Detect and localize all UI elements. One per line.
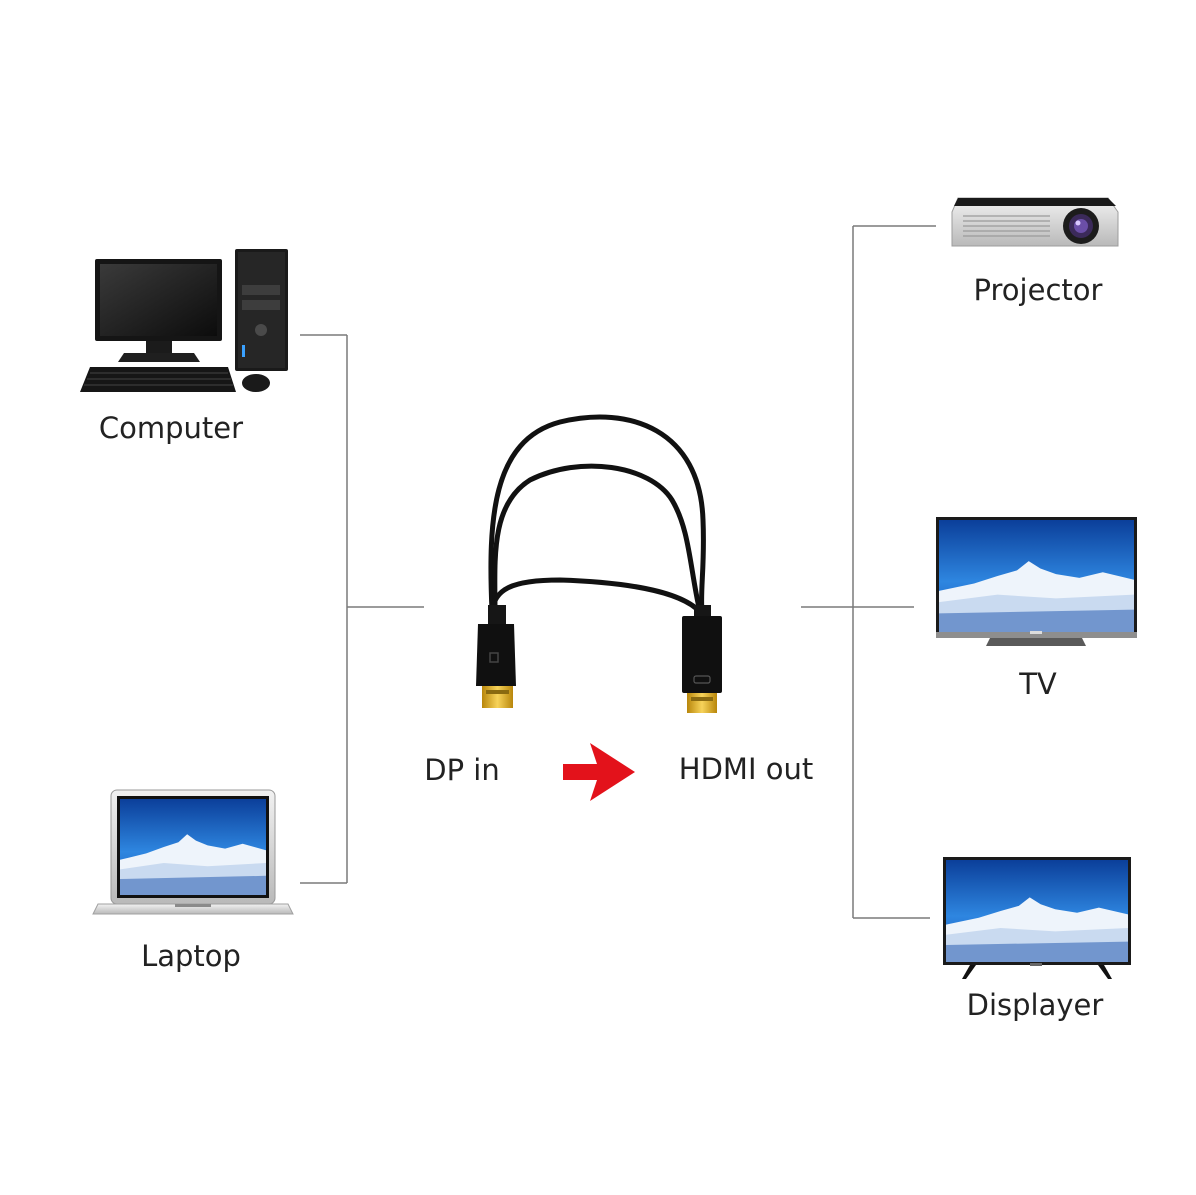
hdmi-connector-icon [682, 605, 722, 713]
desktop-computer-icon [80, 249, 288, 392]
monitor-icon [943, 857, 1131, 979]
red-right-arrow-icon [563, 743, 635, 801]
displayport-connector-icon [476, 605, 516, 708]
projector-icon [951, 197, 1119, 247]
computer-label: Computer [99, 411, 243, 445]
left-connector-lines [300, 334, 424, 884]
right-connector-lines [801, 225, 936, 919]
dp-in-label: DP in [424, 753, 499, 787]
projector-label: Projector [974, 273, 1103, 307]
displayer-label: Displayer [967, 988, 1104, 1022]
tv-label: TV [1018, 667, 1057, 701]
dp-to-hdmi-cable [476, 414, 722, 713]
laptop-icon [92, 789, 294, 915]
laptop-label: Laptop [141, 939, 241, 973]
tv-icon [936, 517, 1137, 646]
hdmi-out-label: HDMI out [679, 752, 813, 786]
